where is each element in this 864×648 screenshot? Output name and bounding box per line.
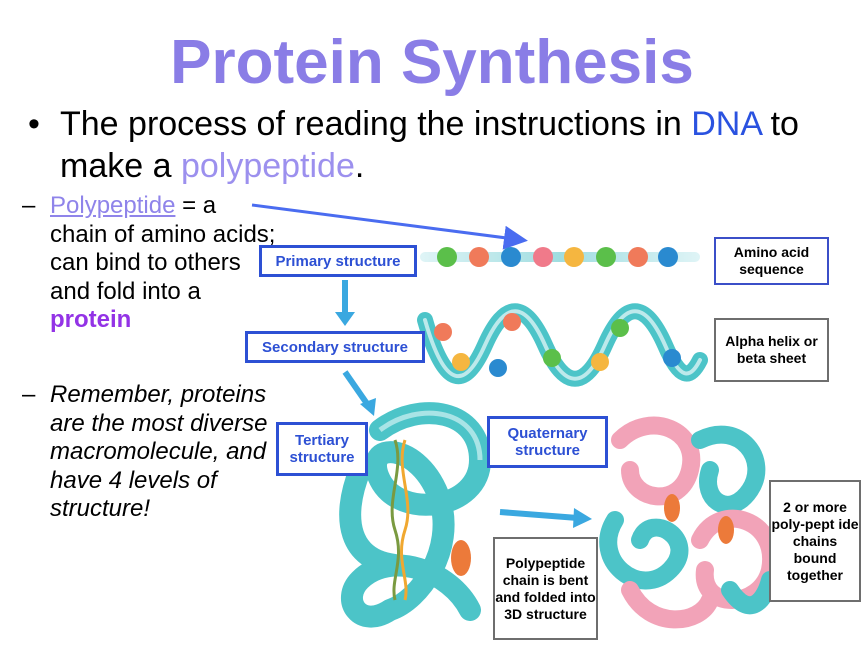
amino-acid-note: Amino acid sequence (714, 237, 829, 285)
polypeptide-term: polypeptide (180, 147, 355, 185)
bullet-text-start: The process of reading the instructions … (60, 105, 692, 143)
polypeptide-link[interactable]: Polypeptide (50, 192, 176, 219)
tertiary-note: Polypeptide chain is bent and folded int… (493, 537, 598, 640)
cofactor-icon (451, 540, 471, 576)
tertiary-ribbon (339, 402, 492, 628)
quaternary-cluster (599, 416, 781, 629)
amino-acid-chain (420, 247, 700, 267)
alpha-helix (417, 303, 708, 387)
remember-text: Remember, proteins are the most diverse … (50, 381, 268, 522)
protein-term: protein (50, 306, 132, 333)
polypeptide-definition: Polypeptide = a chain of amino acids; ca… (50, 192, 280, 335)
bullet-text-middle: to make a (60, 105, 799, 185)
quaternary-note: 2 or more poly-pept ide chains bound tog… (769, 480, 861, 602)
dna-helix-icon (390, 439, 410, 601)
alpha-helix-note: Alpha helix or beta sheet (714, 318, 829, 382)
slide-title: Protein Synthesis (170, 28, 694, 97)
bullet-text-end: . (354, 147, 365, 185)
bullet-dot: • (28, 105, 40, 143)
quaternary-structure-label: Quaternary structure (487, 416, 608, 468)
bullet-text: The process of reading the instructions … (60, 103, 860, 187)
pointer-arrow (251, 203, 528, 250)
secondary-structure-label: Secondary structure (245, 331, 425, 363)
tertiary-structure-label: Tertiary structure (276, 422, 368, 476)
definition-text: = a chain of amino acids; can bind to ot… (50, 192, 276, 305)
sub-bullet-dash: – (22, 192, 36, 219)
sub-bullet-dash: – (22, 381, 36, 408)
primary-structure-label: Primary structure (259, 245, 417, 277)
arrow-tertiary-quaternary (499, 509, 579, 521)
dna-term: DNA (691, 105, 762, 143)
